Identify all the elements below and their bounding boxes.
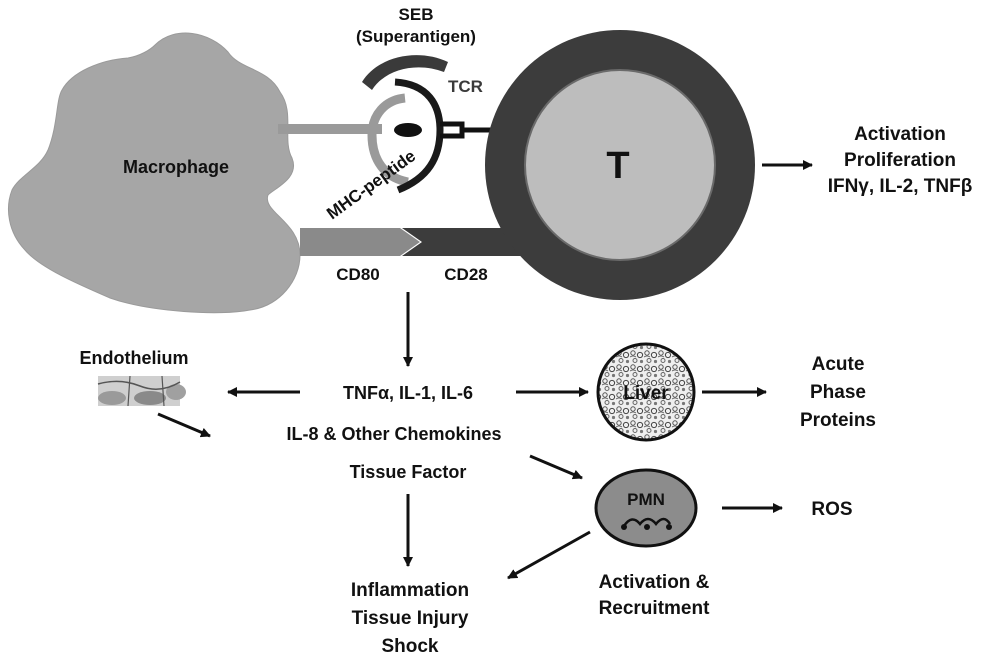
cd80-label: CD80 [336, 265, 379, 284]
pmn-nucleus-icon [621, 517, 672, 530]
mhc-stalk [278, 124, 382, 134]
acute-line1: Acute [812, 354, 865, 375]
t-cell-inner [524, 69, 716, 261]
tcr-label: TCR [448, 77, 483, 96]
pmn-outcome-line1: Activation & [599, 572, 710, 593]
mhc-molecule [367, 93, 410, 187]
superantigen-label: (Superantigen) [356, 27, 476, 46]
arrow-chemokines-to-pmn [529, 454, 583, 480]
acute-line3: Proteins [800, 410, 876, 431]
arrow-endothelium-to-chemokines [157, 412, 211, 438]
liver-label: Liver [623, 383, 669, 404]
macrophage-cell [7, 32, 301, 314]
pmn-outcome-line2: Recruitment [599, 598, 711, 619]
seb-label: SEB [399, 5, 434, 24]
t-outcome-line2: Proliferation [844, 150, 956, 171]
injury-line2: Tissue Injury [352, 608, 469, 629]
cd28-label: CD28 [444, 265, 487, 284]
arrow-pmn-to-injury [507, 530, 591, 580]
injury-line3: Shock [381, 636, 438, 657]
cd80-molecule [300, 228, 420, 256]
acute-line2: Phase [810, 382, 866, 403]
injury-line1: Inflammation [351, 580, 469, 601]
cytokines-label: TNFα, IL-1, IL-6 [343, 383, 473, 403]
chemokines-label: IL-8 & Other Chemokines [286, 424, 501, 444]
endothelium-label: Endothelium [80, 348, 189, 368]
t-cell-label: T [606, 145, 629, 187]
peptide [394, 123, 422, 137]
macrophage-label: Macrophage [123, 157, 229, 177]
liver-circle [596, 342, 696, 442]
ros-label: ROS [811, 499, 852, 520]
t-outcome-line1: Activation [854, 124, 946, 145]
tissue-factor-label: Tissue Factor [350, 462, 467, 482]
pmn-label: PMN [627, 490, 665, 509]
endothelium-image [97, 375, 186, 407]
seb-superantigen [362, 55, 448, 90]
t-outcome-line3: IFNγ, IL-2, TNFβ [828, 176, 973, 197]
tcr-molecule [394, 78, 444, 194]
